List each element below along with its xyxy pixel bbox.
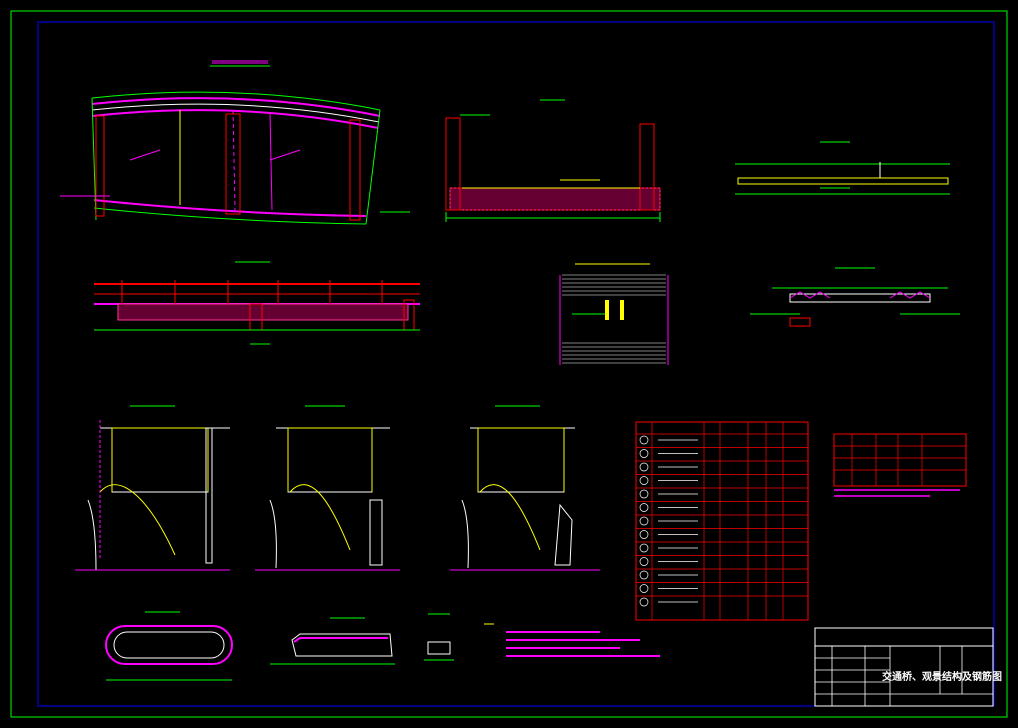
- slab-section-view: [735, 141, 950, 195]
- slab-edge-detail: [270, 617, 395, 665]
- railing-detail-view: [750, 267, 960, 327]
- pile-cap-detail: [105, 611, 233, 681]
- design-notes: [484, 623, 660, 657]
- bridge-elevation-view: [94, 261, 420, 345]
- inner-border: [37, 21, 995, 707]
- abutment-section-view: [445, 99, 661, 222]
- material-table: [833, 433, 967, 497]
- drawing-title: 交通桥、观景结构及钢筋图: [882, 670, 1002, 683]
- section-view-3: [450, 405, 600, 571]
- rebar-table: [635, 421, 809, 621]
- title-block: 交通桥、观景结构及钢筋图: [814, 627, 1002, 707]
- outer-border: [10, 10, 1008, 718]
- pier-detail-view: [559, 263, 669, 365]
- bridge-plan-view: [60, 60, 410, 225]
- section-view-1: [75, 405, 230, 571]
- small-detail: [424, 613, 454, 661]
- section-view-2: [255, 405, 400, 571]
